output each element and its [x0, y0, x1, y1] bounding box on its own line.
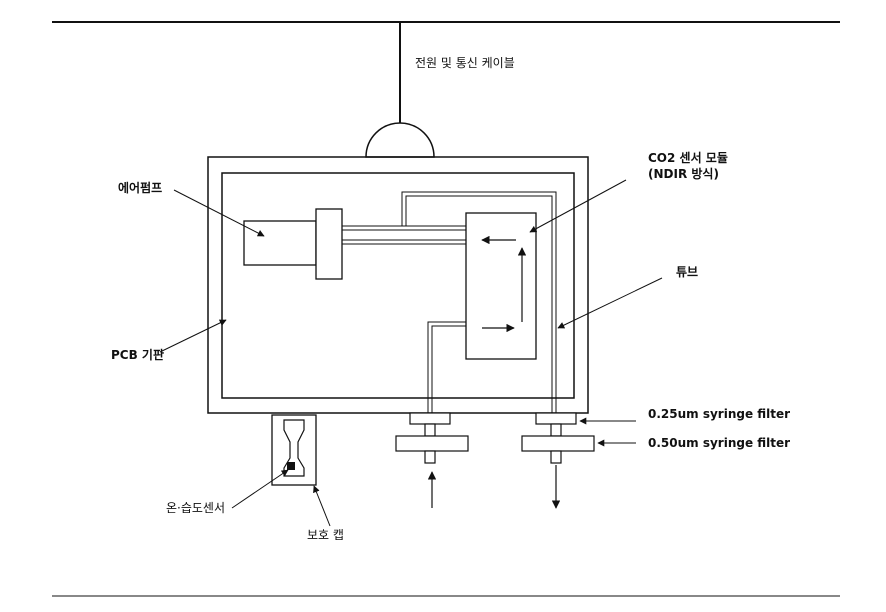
air-pump-body	[243, 220, 317, 266]
inlet-filter-050	[395, 435, 469, 452]
humidity-sensor-chip	[287, 462, 295, 470]
tube-leader	[557, 277, 663, 329]
tube-label: 튜브	[676, 265, 698, 279]
outlet-filter-neck-upper	[550, 423, 562, 437]
co2-sensor-module	[465, 212, 537, 360]
air-pump-label: 에어펌프	[118, 180, 162, 195]
inlet-filter-neck-lower	[424, 450, 436, 464]
pcb-board	[221, 172, 575, 399]
air-pump-leader	[173, 189, 265, 237]
tube-inlet-inner	[431, 325, 466, 420]
pcb-leader	[159, 319, 227, 353]
inlet-filter-025	[409, 412, 451, 425]
tube-top-inner	[405, 195, 553, 420]
co2-module-label-line2: (NDIR 방식)	[648, 166, 719, 181]
cable-dome	[365, 122, 435, 158]
filter-050-label: 0.50um syringe filter	[648, 436, 790, 450]
humidity-sensor-leader	[231, 469, 289, 509]
cable-label: 전원 및 통신 케이블	[415, 56, 515, 70]
outlet-filter-neck-lower	[550, 450, 562, 464]
co2-module-label-line1: CO2 센서 모듈	[648, 150, 728, 165]
outlet-filter-025	[535, 412, 577, 425]
co2-module-leader	[529, 179, 627, 233]
tube-top-outer	[401, 191, 557, 420]
tube-inlet-outer	[427, 321, 466, 420]
pcb-label: PCB 기판	[111, 347, 164, 362]
protective-cap-label: 보호 캡	[307, 528, 344, 542]
protective-cap-leader	[313, 485, 331, 527]
outlet-filter-050	[521, 435, 595, 452]
humidity-sensor-label: 온·습도센서	[166, 501, 225, 515]
air-pump-head	[315, 208, 343, 280]
inlet-filter-neck-upper	[424, 423, 436, 437]
filter-025-label: 0.25um syringe filter	[648, 407, 790, 421]
device-enclosure	[207, 156, 589, 414]
